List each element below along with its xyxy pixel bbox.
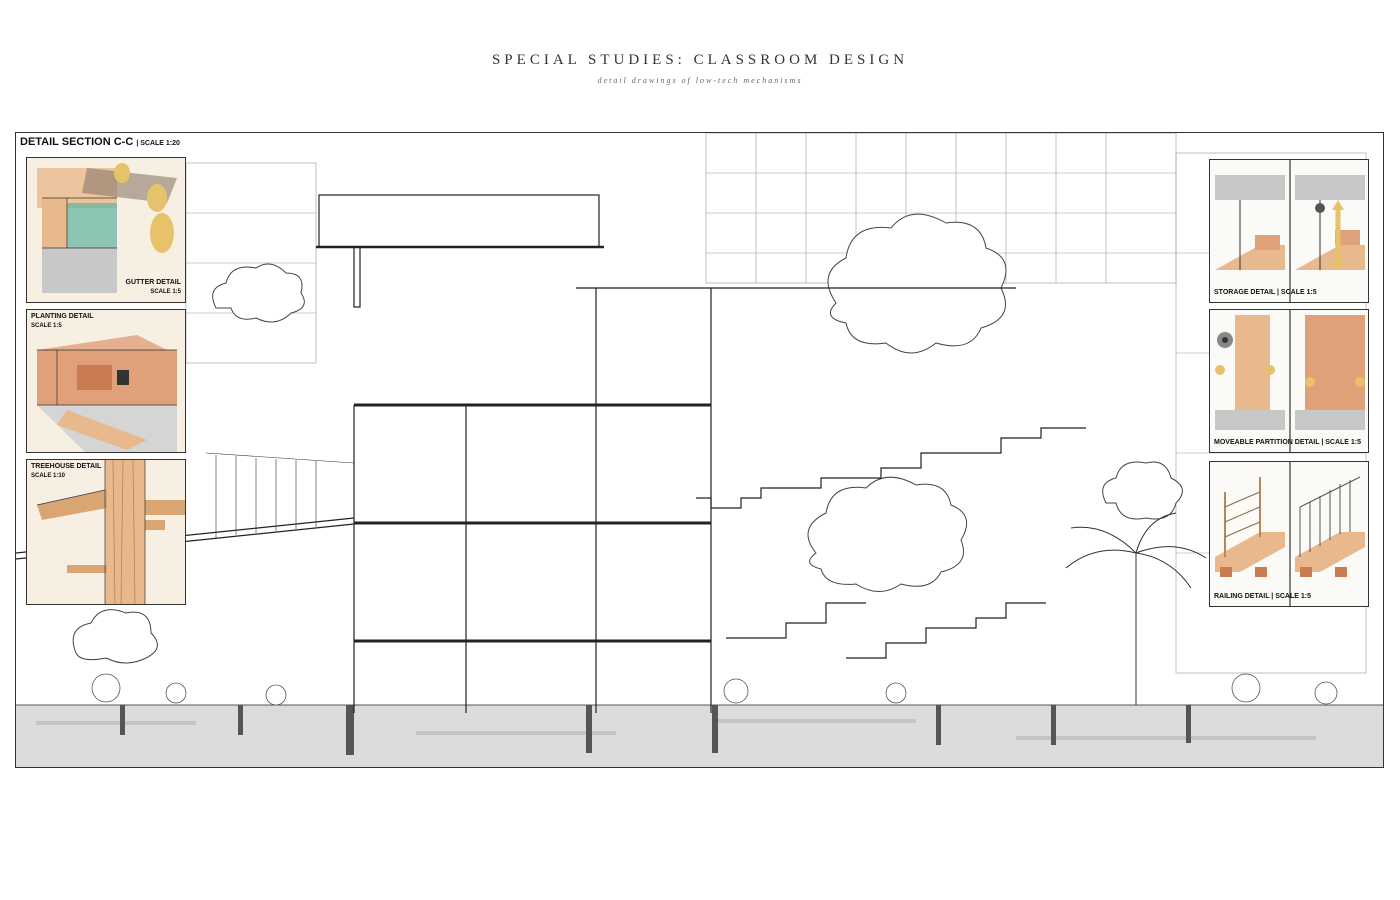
gutter-detail-scale: SCALE 1:5 — [150, 289, 181, 295]
treehouse-detail-drawing — [27, 460, 185, 604]
storage-detail-drawing — [1210, 160, 1368, 302]
section-title-text: DETAIL SECTION C-C — [20, 136, 134, 148]
railing-detail-label: RAILING DETAIL | SCALE 1:5 — [1214, 593, 1311, 600]
section-drawing-frame: DETAIL SECTION C-C | SCALE 1:20 GUTTER D… — [15, 132, 1384, 768]
treehouse-detail-scale: SCALE 1:10 — [31, 473, 66, 479]
planting-detail-inset: PLANTING DETAIL SCALE 1:5 — [26, 309, 186, 453]
section-drawing — [16, 133, 1383, 767]
railing-detail-drawing — [1210, 462, 1368, 606]
railing-detail-inset: RAILING DETAIL | SCALE 1:5 — [1209, 461, 1369, 607]
gutter-detail-drawing — [27, 158, 185, 302]
planting-detail-scale: SCALE 1:5 — [31, 323, 62, 329]
section-title: DETAIL SECTION C-C | SCALE 1:20 — [20, 136, 180, 148]
planting-detail-drawing — [27, 310, 185, 452]
storage-detail-label: STORAGE DETAIL | SCALE 1:5 — [1214, 289, 1317, 296]
treehouse-detail-label: TREEHOUSE DETAIL — [31, 463, 102, 470]
moveable-partition-detail-inset: MOVEABLE PARTITION DETAIL | SCALE 1:5 — [1209, 309, 1369, 453]
treehouse-detail-inset: TREEHOUSE DETAIL SCALE 1:10 — [26, 459, 186, 605]
gutter-detail-label: GUTTER DETAIL — [125, 279, 181, 286]
page-title: SPECIAL STUDIES: CLASSROOM DESIGN — [491, 52, 909, 68]
moveable-partition-detail-drawing — [1210, 310, 1368, 452]
moveable-partition-detail-label: MOVEABLE PARTITION DETAIL | SCALE 1:5 — [1214, 439, 1362, 446]
page-subtitle: detail drawings of low-tech mechanisms — [597, 76, 803, 85]
section-scale: | SCALE 1:20 — [136, 140, 180, 147]
gutter-detail-inset: GUTTER DETAIL SCALE 1:5 — [26, 157, 186, 303]
planting-detail-label: PLANTING DETAIL — [31, 313, 94, 320]
storage-detail-inset: STORAGE DETAIL | SCALE 1:5 — [1209, 159, 1369, 303]
